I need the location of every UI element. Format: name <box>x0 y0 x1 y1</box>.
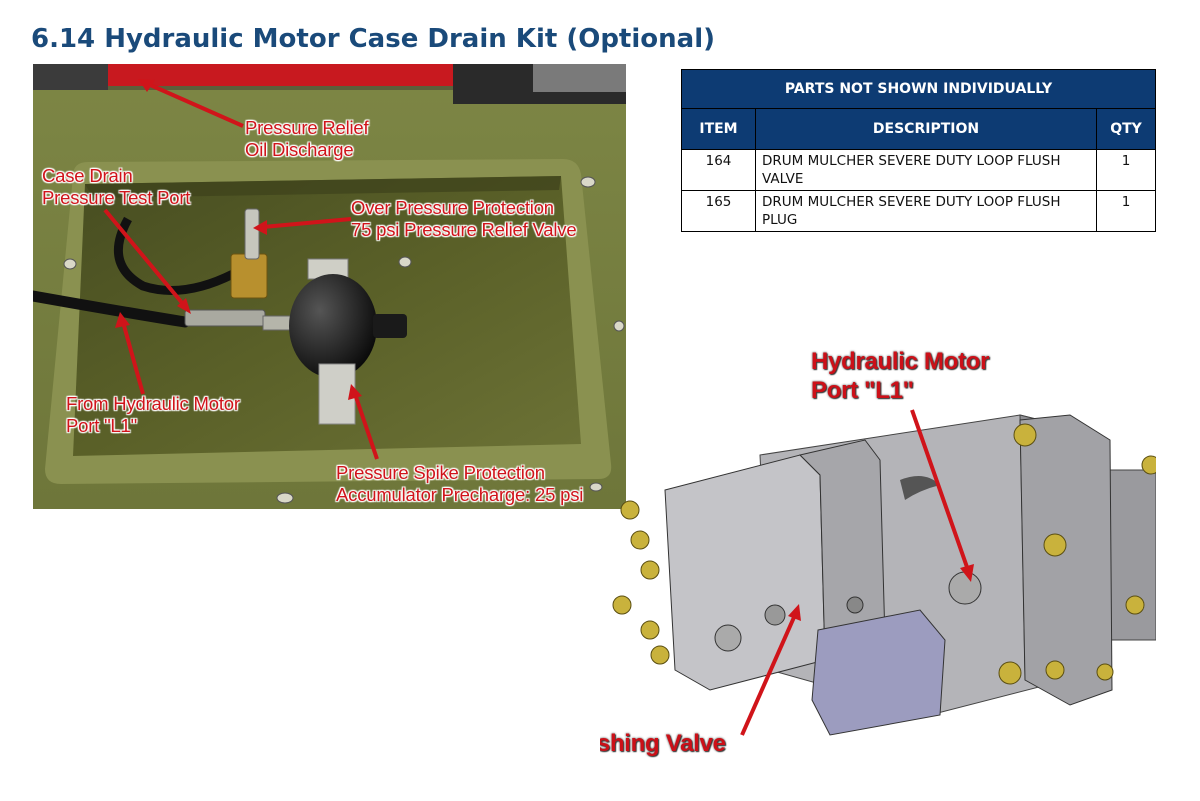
table-row: 165 DRUM MULCHER SEVERE DUTY LOOP FLUSH … <box>681 190 1156 232</box>
item-description: DRUM MULCHER SEVERE DUTY LOOP FLUSH PLUG <box>755 190 1097 232</box>
callout-spike-protection: Pressure Spike Protection Accumulator Pr… <box>336 462 584 505</box>
item-qty: 1 <box>1096 149 1156 191</box>
photo-drawing <box>33 64 626 509</box>
case-drain-photo: Pressure Relief Oil Discharge Case Drain… <box>33 64 626 509</box>
page-title: 6.14 Hydraulic Motor Case Drain Kit (Opt… <box>31 24 715 54</box>
item-description: DRUM MULCHER SEVERE DUTY LOOP FLUSH VALV… <box>755 149 1097 191</box>
parts-table: PARTS NOT SHOWN INDIVIDUALLY ITEM DESCRI… <box>681 69 1156 232</box>
item-number: 164 <box>681 149 756 191</box>
callout-over-pressure: Over Pressure Protection 75 psi Pressure… <box>351 197 577 240</box>
item-qty: 1 <box>1096 190 1156 232</box>
motor-assembly-drawing: Hydraulic Motor Port "L1" Loop Flushing … <box>600 340 1156 770</box>
column-header-qty: QTY <box>1096 108 1156 150</box>
column-header-item: ITEM <box>681 108 756 150</box>
callout-motor-port-l1: Hydraulic Motor Port "L1" <box>811 348 990 404</box>
callout-case-drain: Case Drain Pressure Test Port <box>42 165 191 208</box>
table-row: 164 DRUM MULCHER SEVERE DUTY LOOP FLUSH … <box>681 149 1156 191</box>
column-header-description: DESCRIPTION <box>755 108 1097 150</box>
callout-from-motor: From Hydraulic Motor Port "L1" <box>66 393 240 436</box>
callout-loop-flushing-valve: Loop Flushing Valve <box>600 730 726 757</box>
item-number: 165 <box>681 190 756 232</box>
assembly-drawing <box>612 409 1156 736</box>
parts-table-title: PARTS NOT SHOWN INDIVIDUALLY <box>681 69 1156 109</box>
callout-pressure-relief: Pressure Relief Oil Discharge <box>245 117 369 160</box>
